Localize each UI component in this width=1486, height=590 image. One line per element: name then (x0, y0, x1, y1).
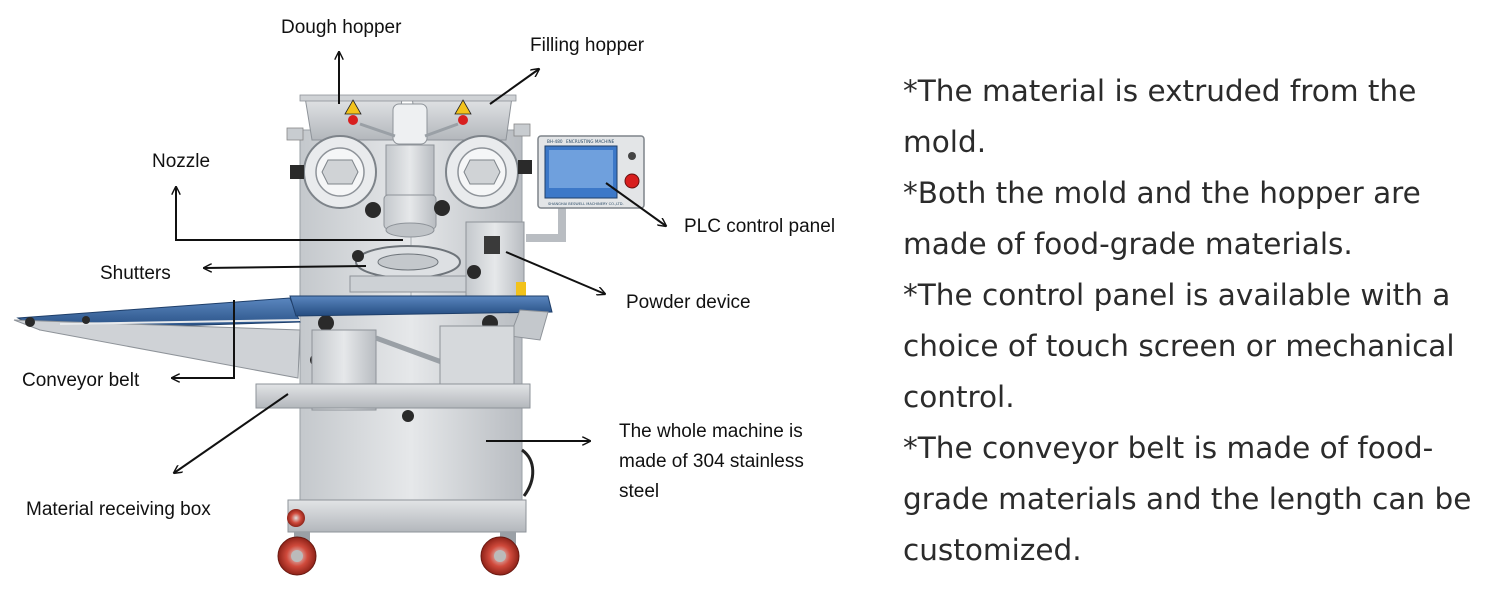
conveyor-belt (13, 295, 553, 379)
label-plc-control-panel: PLC control panel (684, 216, 835, 237)
label-nozzle: Nozzle (152, 151, 210, 172)
machine-illustration: BH-480 ENCRUSTING MACHINE SHANGHAI BESWE… (13, 94, 645, 576)
material-receiving-box (255, 383, 531, 409)
label-dough-hopper: Dough hopper (281, 17, 402, 38)
arrow-conveyor-belt (172, 300, 235, 378)
panel-title: ENCRUSTING MACHINE (566, 139, 615, 144)
warning-sticker-icon (454, 99, 472, 115)
feature-item: *The control panel is available with a c… (903, 278, 1455, 414)
arrow-nozzle (176, 187, 403, 241)
label-shutters: Shutters (100, 263, 171, 284)
arrow-receiving-box (174, 393, 289, 473)
caster-wheels (277, 509, 520, 576)
label-material-receiving-box: Material receiving box (26, 499, 211, 520)
label-powder-device: Powder device (626, 292, 751, 313)
panel-maker: SHANGHAI BESWELL MACHINERY CO.,LTD. (548, 202, 624, 206)
label-whole-machine-line-3: steel (619, 481, 659, 502)
feature-item: *The material is extruded from the mold. (903, 74, 1417, 159)
panel-model: BH-480 (547, 139, 563, 144)
arrow-shutters (204, 266, 367, 268)
right-feeder-wheel (445, 135, 519, 209)
callout-arrows (172, 52, 666, 473)
label-whole-machine-line-2: made of 304 stainless (619, 451, 804, 472)
plc-control-panel: BH-480 ENCRUSTING MACHINE SHANGHAI BESWE… (537, 135, 645, 209)
arrow-plc-panel (605, 182, 666, 226)
feature-list: *The material is extruded from the mold.… (903, 66, 1478, 576)
label-conveyor-belt: Conveyor belt (22, 370, 140, 391)
arrow-powder-device (505, 251, 605, 294)
emergency-stop-icon (624, 173, 640, 189)
label-filling-hopper: Filling hopper (530, 35, 645, 56)
callout-labels: Dough hopper Filling hopper Nozzle PLC c… (22, 17, 835, 520)
powder-device (465, 221, 525, 297)
feature-item: *The conveyor belt is made of food-grade… (903, 431, 1472, 567)
left-feeder-wheel (303, 135, 377, 209)
arrow-filling-hopper (489, 69, 539, 105)
label-whole-machine-line-1: The whole machine is (619, 421, 803, 442)
feature-item: *Both the mold and the hopper are made o… (903, 176, 1421, 261)
warning-sticker-icon (344, 99, 362, 115)
